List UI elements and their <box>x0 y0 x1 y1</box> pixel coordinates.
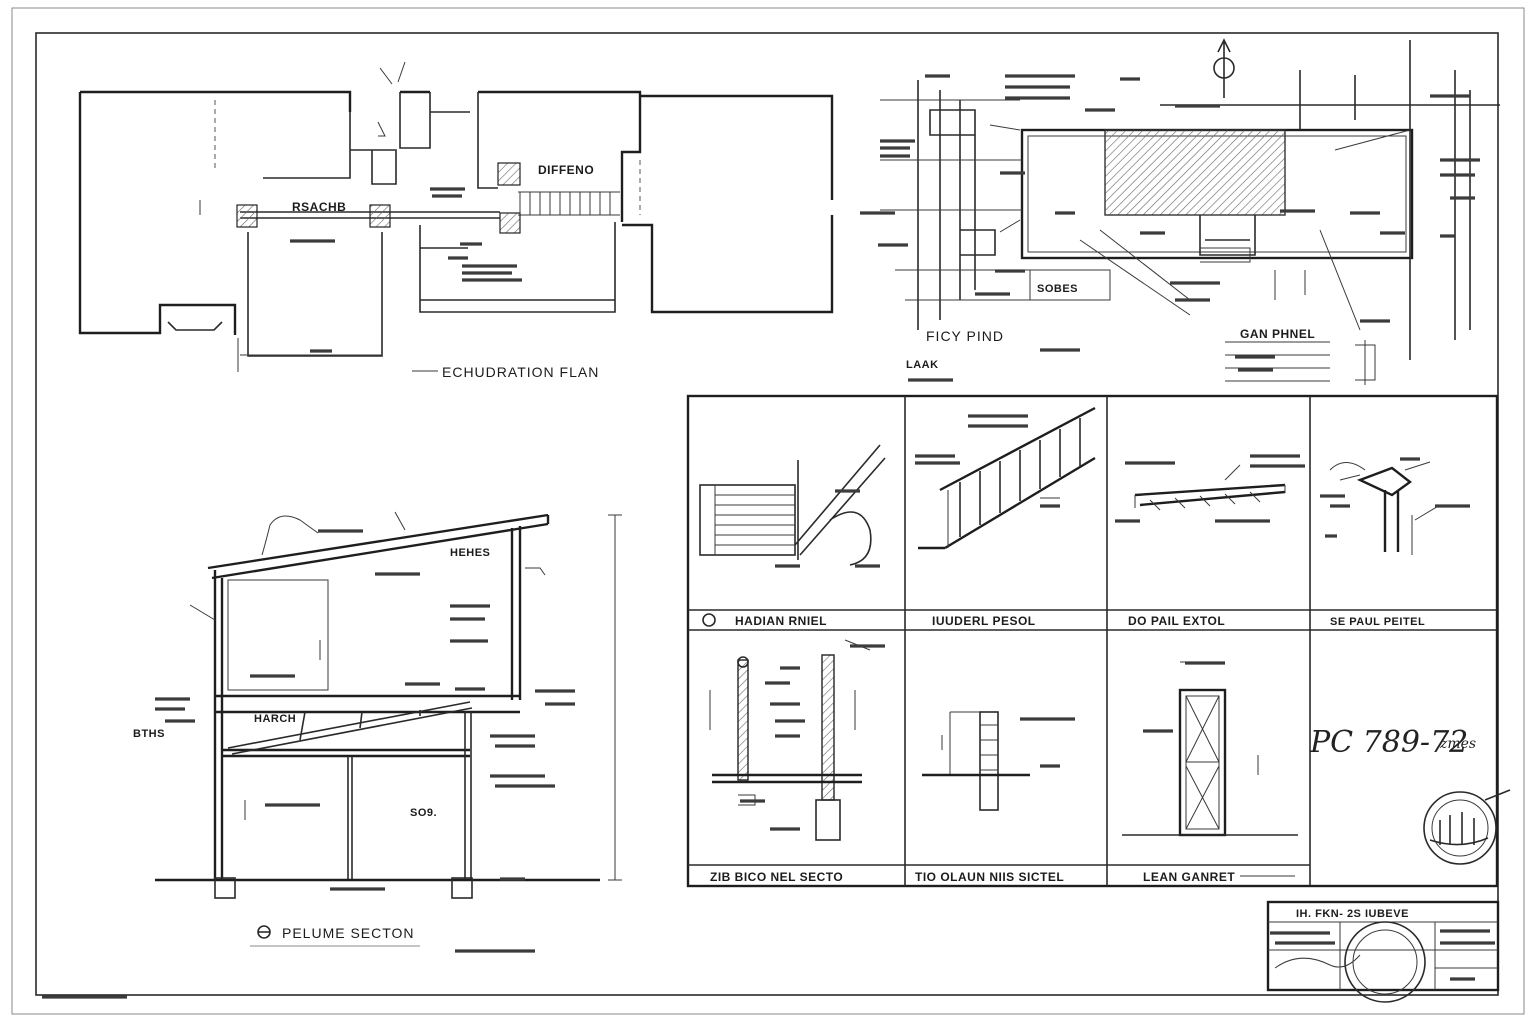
floor-plan: FICY PIND GAN PHNEL LAAK SOBES <box>880 38 1500 385</box>
title-block-stamp <box>1344 921 1426 1003</box>
detail-title: IUUDERL PESOL <box>932 614 1036 628</box>
pier-block <box>497 162 521 186</box>
detail-stair-stack <box>699 444 886 566</box>
section-label-left: BTHS <box>133 728 165 740</box>
detail-step <box>922 711 1030 811</box>
section-title: PELUME SECTON <box>282 925 415 941</box>
foundation-plan: DIFFENO RSACHB ECHUDRATION FLAN <box>78 61 834 380</box>
detail-slab <box>1134 464 1286 511</box>
title-block-title: IH. FKN- 2S IUBEVE <box>1296 908 1409 920</box>
detail-title: ZIB BICO NEL SECTO <box>710 870 843 884</box>
pier-block <box>236 204 258 228</box>
detail-marker-icon <box>702 613 716 627</box>
foundation-plan-title: ECHUDRATION FLAN <box>442 364 599 380</box>
stair-label: DIFFENO <box>538 163 594 177</box>
detail-grid: HADIAN RNIEL IUUDERL PESOL DO PAIL EXTOL… <box>686 394 1511 888</box>
detail-post <box>1329 461 1441 555</box>
detail-title: TIO OLAUN NIIS SICTEL <box>915 870 1064 884</box>
detail-title: HADIAN RNIEL <box>735 614 827 628</box>
title-block: IH. FKN- 2S IUBEVE <box>1266 900 1500 1003</box>
section-label-upper: HEHES <box>450 547 490 559</box>
section-label-floor: HARCH <box>254 713 296 725</box>
plan-label-center: SOBES <box>1037 283 1078 295</box>
detail-title: SE PAUL PEITEL <box>1330 616 1425 628</box>
room-label: RSACHB <box>292 200 346 214</box>
pier-block <box>369 204 391 228</box>
detail-columns <box>709 639 871 841</box>
annotation-marks <box>42 74 1495 999</box>
detail-railing <box>918 406 1096 550</box>
detail-frame <box>1122 661 1298 837</box>
pier-block <box>499 212 521 234</box>
section-drawing: BTHS HARCH HEHES SO9. PELUME SECTON <box>133 511 622 947</box>
detail-title: DO PAIL EXTOL <box>1128 614 1225 628</box>
detail-title: LEAN GANRET <box>1143 870 1235 884</box>
plan-label-left: LAAK <box>906 359 939 371</box>
floor-plan-title: FICY PIND <box>926 328 1004 344</box>
hatched-area <box>1104 129 1286 216</box>
section-label-room: SO9. <box>410 807 437 819</box>
schedule-title: GAN PHNEL <box>1240 327 1315 341</box>
page-edge <box>11 7 1525 1015</box>
project-suffix: zmes <box>1439 736 1476 752</box>
project-number: PC 789-72 <box>1309 725 1468 760</box>
seal-stamp <box>1423 789 1511 865</box>
